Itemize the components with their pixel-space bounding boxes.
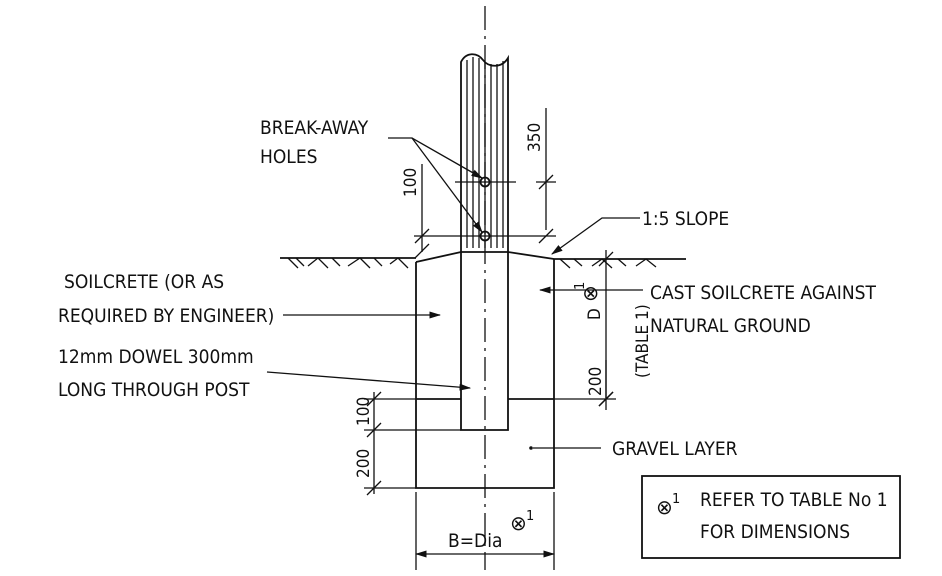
note-line1: REFER TO TABLE No 1 bbox=[700, 489, 888, 511]
dim-100-left: 100 bbox=[354, 397, 374, 426]
table-reference-note: ⊗ 1 REFER TO TABLE No 1 FOR DIMENSIONS bbox=[641, 475, 901, 559]
dim-200-right: 200 bbox=[586, 367, 606, 396]
cast-soilcrete-label-line2: NATURAL GROUND bbox=[650, 315, 811, 337]
note-box bbox=[641, 475, 901, 559]
dim-depth: D bbox=[585, 308, 605, 320]
dim-table-1: (TABLE 1) bbox=[633, 304, 653, 378]
break-away-label-line1: BREAK-AWAY bbox=[260, 117, 369, 139]
note-symbol: ⊗ bbox=[656, 495, 673, 519]
leaders bbox=[266, 137, 643, 449]
note-superscript: 1 bbox=[672, 492, 680, 507]
natural-ground-right bbox=[554, 258, 686, 269]
break-away-label-line2: HOLES bbox=[260, 146, 317, 168]
foundation-hole bbox=[415, 251, 555, 489]
note-line2: FOR DIMENSIONS bbox=[700, 521, 850, 543]
cast-soilcrete-label-line1: CAST SOILCRETE AGAINST bbox=[650, 282, 876, 304]
table-ref-superscript-base: 1 bbox=[526, 509, 534, 524]
dim-350: 350 bbox=[525, 123, 545, 152]
dim-200-left: 200 bbox=[354, 449, 374, 478]
slope-label: 1:5 SLOPE bbox=[642, 208, 729, 230]
soilcrete-label-line1: SOILCRETE (OR AS bbox=[64, 271, 224, 293]
dimension-lines bbox=[364, 108, 616, 570]
table-ref-symbol-depth: ⊗ bbox=[578, 285, 602, 302]
gravel-layer-label: GRAVEL LAYER bbox=[612, 438, 738, 460]
base-width-label: B=Dia bbox=[448, 530, 502, 552]
dim-100-top: 100 bbox=[401, 168, 421, 197]
natural-ground-left bbox=[280, 257, 416, 269]
dowel-label-line2: LONG THROUGH POST bbox=[58, 379, 250, 401]
table-ref-superscript-depth: 1 bbox=[573, 282, 588, 290]
table-ref-symbol-base: ⊗ bbox=[510, 511, 527, 535]
dowel-label-line1: 12mm DOWEL 300mm bbox=[58, 346, 254, 368]
soilcrete-label-line2: REQUIRED BY ENGINEER) bbox=[58, 305, 274, 327]
